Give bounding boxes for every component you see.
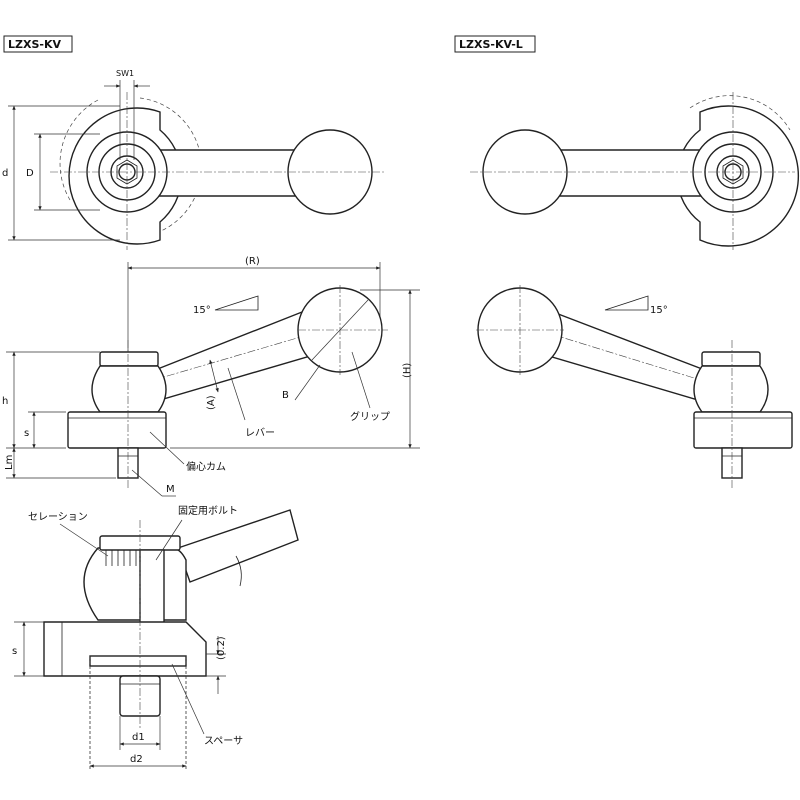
svg-text:LZXS-KV: LZXS-KV [8, 38, 61, 51]
dim-s-section: s [12, 646, 17, 657]
dim-B: B [282, 390, 289, 401]
side-view-right: 15° [476, 285, 793, 488]
angle-wedge-right [604, 295, 649, 311]
section-detail: (0.2) s d1 d2 セレーション 固定用ボルト スペーサ [12, 504, 299, 770]
dim-H: (H) [402, 363, 413, 378]
label-serration: セレーション [28, 511, 88, 523]
dim-angle-left: 15° [193, 305, 211, 316]
dim-gap: (0.2) [216, 636, 227, 660]
side-view-left: (R) 15° B (H) (A) [2, 256, 420, 497]
label-grip: グリップ [350, 410, 390, 423]
label-spacer: スペーサ [204, 735, 243, 747]
label-lever: レバー [245, 427, 275, 439]
dim-D: D [26, 168, 34, 179]
ball-section [83, 547, 187, 621]
model-tag-left: LZXS-KV [3, 35, 73, 53]
dim-d1: d1 [132, 732, 145, 743]
dim-d: d [2, 168, 8, 179]
plan-view-right [470, 92, 800, 250]
dim-R: (R) [245, 256, 260, 267]
cam-block-section [43, 621, 207, 677]
dim-angle-right: 15° [650, 305, 668, 316]
dim-h: h [2, 396, 8, 407]
dim-Lm: Lm [4, 455, 15, 470]
angle-wedge-left [214, 295, 259, 311]
lever-section [177, 509, 299, 583]
label-bolt: 固定用ボルト [178, 504, 238, 517]
grip-ball-plan-right [482, 129, 568, 215]
svg-text:LZXS-KV-L: LZXS-KV-L [459, 38, 523, 51]
dim-sw1: SW1 [116, 69, 134, 78]
dim-s: s [24, 428, 29, 439]
head-cap [99, 351, 159, 367]
plan-view-left: SW1 d D [2, 69, 385, 250]
serration-teeth [105, 550, 137, 566]
dim-A: (A) [206, 395, 217, 410]
model-tag-right: LZXS-KV-L [454, 35, 536, 53]
lever-plan [149, 149, 311, 197]
swing-arc [139, 97, 202, 236]
lever-side-right [541, 311, 711, 401]
label-cam: 偏心カム [186, 460, 226, 473]
lever-plan-right [544, 149, 708, 197]
dim-d2: d2 [130, 754, 143, 765]
cam-block [67, 411, 167, 449]
ball-joint [91, 365, 167, 413]
dim-M: M [166, 484, 175, 495]
spacer [89, 655, 187, 667]
lever-side [149, 311, 318, 401]
